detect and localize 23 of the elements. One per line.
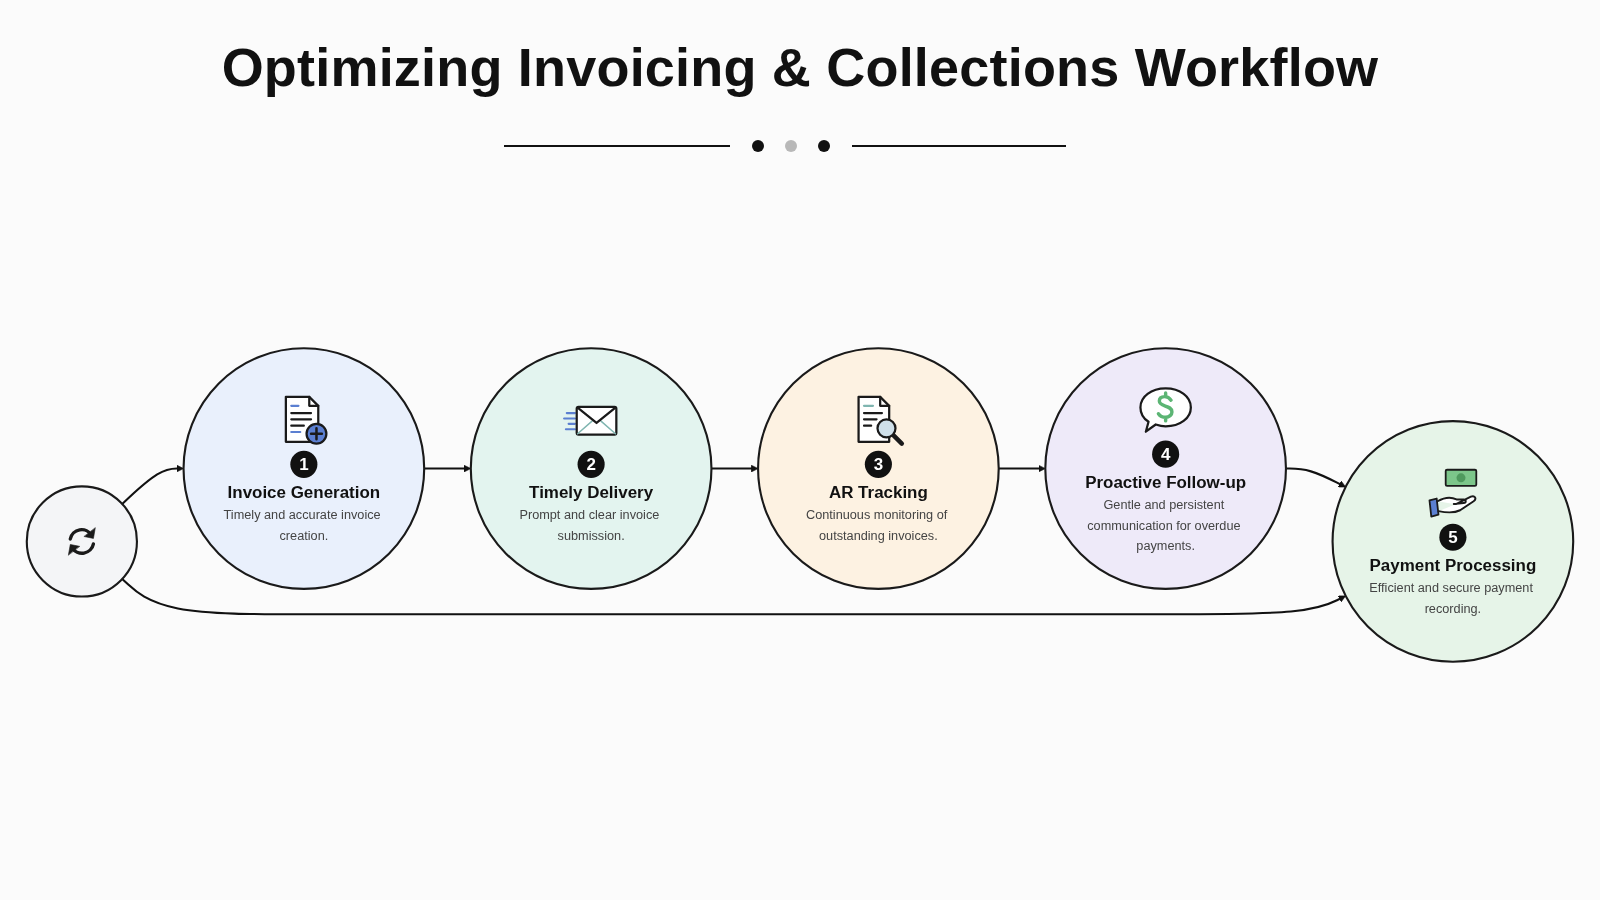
arrow [121, 578, 1346, 616]
step-description: Gentle and persistent communication for overdue payments. [1087, 497, 1242, 553]
step-circle [1331, 420, 1575, 663]
step-title: Payment Processing [1369, 555, 1537, 575]
arrow [711, 464, 759, 473]
arrow [998, 464, 1046, 473]
step-description: Continuous monitoring of outstanding invoices. [805, 507, 949, 543]
step-title: AR Tracking [828, 482, 928, 502]
title: Optimizing Invoicing & Collections Workflow [220, 36, 1380, 98]
arrow [424, 464, 472, 473]
step-title: Timely Delivery [529, 482, 654, 502]
step-circle [757, 347, 1000, 590]
step-description: Prompt and clear invoice submission. [519, 507, 661, 543]
step-description: Timely and accurate invoice creation. [223, 507, 382, 543]
step-description: Efficient and secure payment recording. [1369, 580, 1534, 616]
arrow [121, 464, 184, 505]
step-title: Proactive Follow-up [1085, 472, 1247, 492]
step-circle [469, 347, 713, 590]
step-circle [1044, 347, 1287, 590]
step-title: Invoice Generation [227, 482, 381, 502]
step-circle [182, 347, 426, 590]
arrow [1285, 467, 1346, 488]
loop-circle [25, 485, 138, 598]
